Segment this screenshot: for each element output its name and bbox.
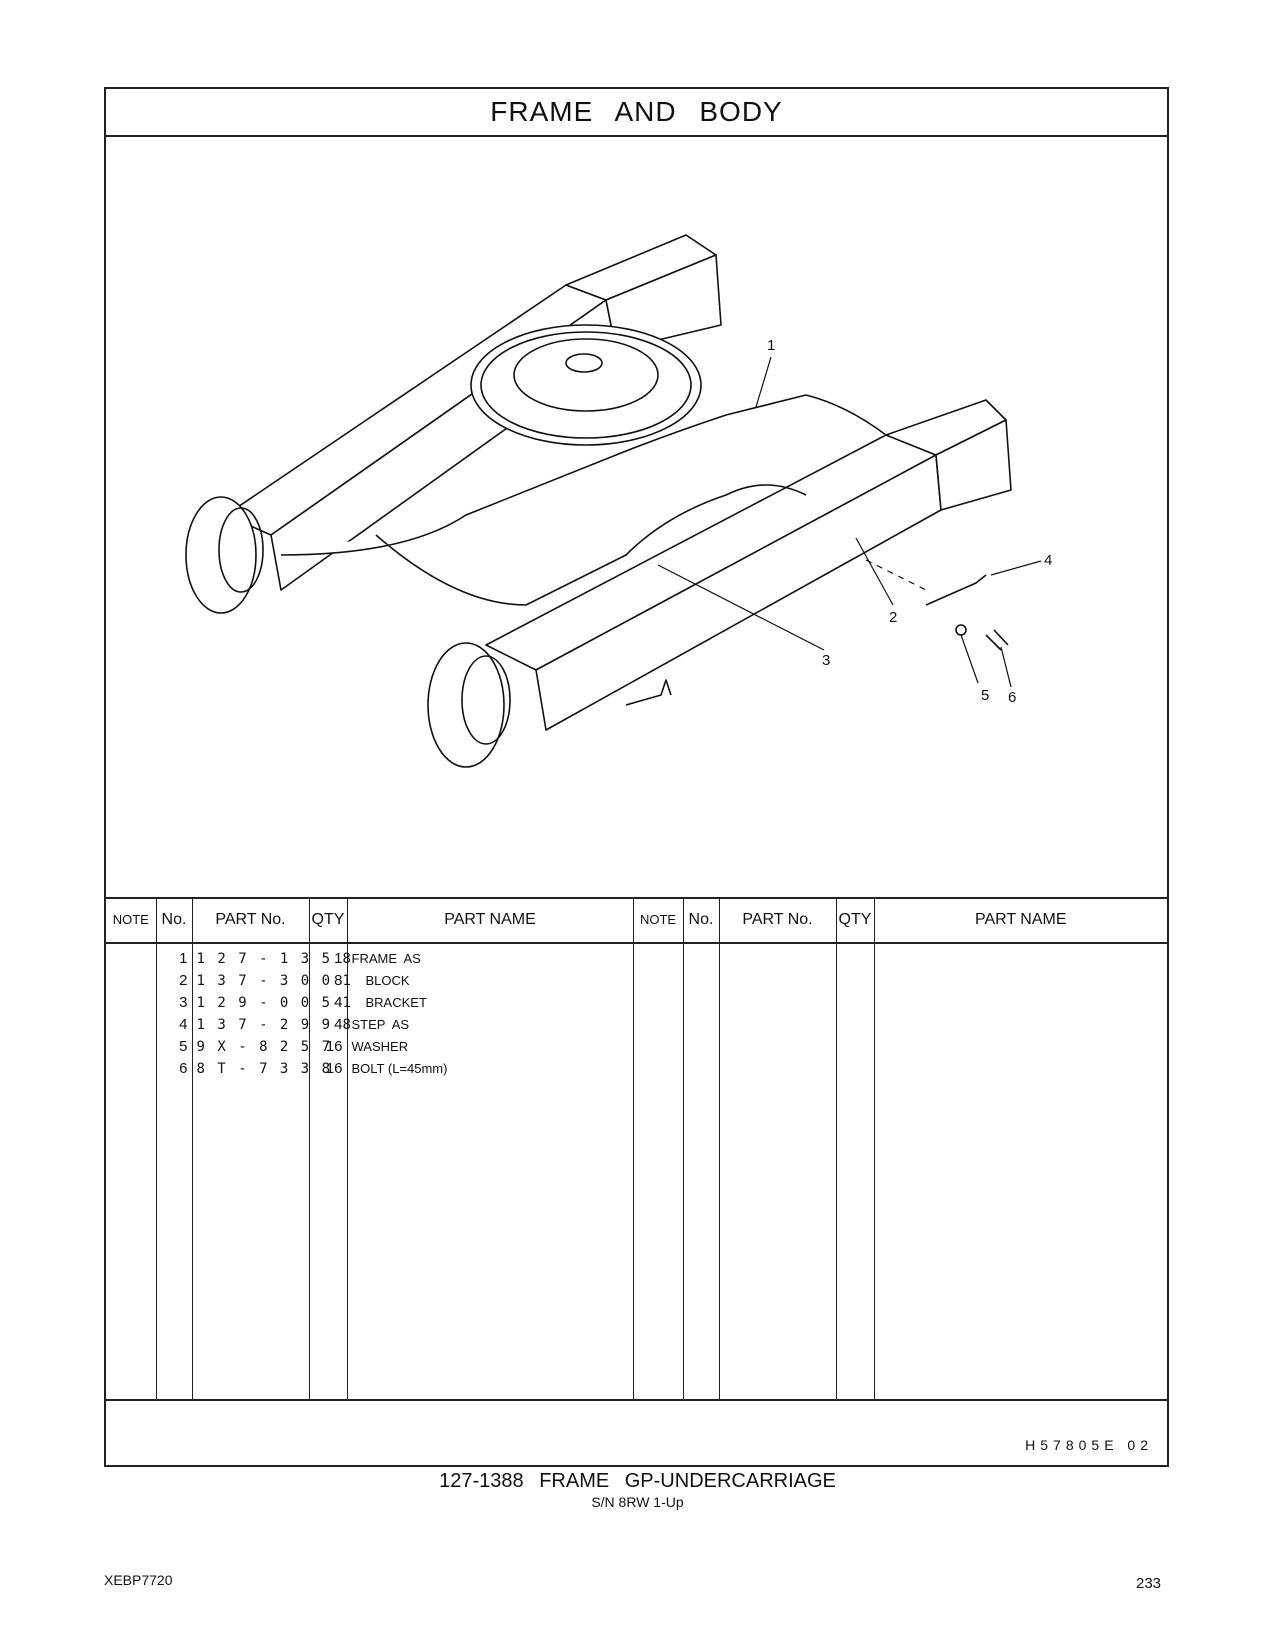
part-no-cell-2 — [719, 943, 837, 1401]
col-qty-2: QTY — [836, 897, 875, 944]
parts-table: NOTE No. PART No. QTY PART NAME NOTE No.… — [106, 897, 1167, 1401]
col-no-2: No. — [683, 897, 720, 944]
row-qty: 4 — [334, 994, 343, 1011]
row-part-no: 1 3 7 - 2 9 9 8 — [196, 1017, 353, 1033]
callout-1: 1 — [767, 337, 775, 354]
col-note: NOTE — [106, 897, 157, 944]
row-qty: 4 — [334, 1016, 343, 1033]
row-part-name: BRACKET — [365, 995, 427, 1010]
parts-sheet: FRAME AND BODY — [104, 87, 1169, 1467]
group-caption: 127-1388 FRAME GP-UNDERCARRIAGE — [439, 1470, 836, 1492]
callout-5: 5 — [981, 687, 989, 704]
row-part-name: BLOCK — [365, 973, 410, 988]
row-part-no: 1 3 7 - 3 0 0 1 — [196, 973, 353, 989]
row-no: 5 — [179, 1038, 188, 1055]
table-header-row: NOTE No. PART No. QTY PART NAME NOTE No.… — [106, 897, 1167, 944]
no-cell-2 — [683, 943, 720, 1401]
illustration-ref: H57805E 02 — [1025, 1437, 1153, 1453]
part-name-cell-2 — [874, 943, 1167, 1401]
table-body: 1 2 3 4 5 6 1 2 7 - 1 3 5 8 1 3 7 - 3 0 … — [106, 943, 1167, 1401]
row-part-no: 9 X - 8 2 5 7 — [196, 1039, 333, 1055]
row-no: 1 — [179, 950, 188, 967]
document-id: XEBP7720 — [104, 1572, 173, 1588]
section-title: FRAME AND BODY — [106, 89, 1167, 137]
row-qty: 16 — [325, 1060, 343, 1077]
row-part-no: 8 T - 7 3 3 8 — [196, 1061, 333, 1077]
row-part-name: BOLT (L=45mm) — [351, 1061, 448, 1076]
part-no-cell: 1 2 7 - 1 3 5 8 1 3 7 - 3 0 0 1 1 2 9 - … — [192, 943, 353, 1401]
row-no: 3 — [179, 994, 188, 1011]
part-name-cell: FRAME AS BLOCK BRACKET STEP AS WASHER BO… — [347, 943, 634, 1401]
row-no: 4 — [179, 1016, 188, 1033]
serial-range: S/N 8RW 1-Up — [591, 1494, 684, 1510]
row-part-no: 1 2 9 - 0 0 5 1 — [196, 995, 353, 1011]
exploded-drawing: 1 2 3 4 5 6 — [106, 135, 1167, 899]
callout-2: 2 — [889, 609, 897, 626]
callout-3: 3 — [822, 652, 830, 669]
row-no: 2 — [179, 972, 188, 989]
qty-cell: 1 8 4 4 16 16 — [309, 943, 348, 1401]
no-cell: 1 2 3 4 5 6 — [156, 943, 193, 1401]
row-qty: 1 — [334, 950, 343, 967]
qty-cell-2 — [836, 943, 875, 1401]
row-qty: 8 — [334, 972, 343, 989]
note-cell — [106, 943, 157, 1401]
page-number: 233 — [1136, 1575, 1162, 1592]
row-part-name: STEP AS — [351, 1017, 410, 1032]
col-part-no-2: PART No. — [719, 897, 837, 944]
col-part-name-2: PART NAME — [874, 897, 1167, 944]
col-no: No. — [156, 897, 193, 944]
row-part-name: FRAME AS — [351, 951, 421, 966]
col-part-name: PART NAME — [347, 897, 634, 944]
row-no: 6 — [179, 1060, 188, 1077]
row-part-no: 1 2 7 - 1 3 5 8 — [196, 951, 353, 967]
col-qty: QTY — [309, 897, 348, 944]
callout-6: 6 — [1008, 689, 1016, 706]
row-part-name: WASHER — [351, 1039, 409, 1054]
undercarriage-frame-illustration: 1 2 3 4 5 6 — [185, 234, 1052, 768]
row-qty: 16 — [325, 1038, 343, 1055]
col-part-no: PART No. — [192, 897, 310, 944]
callout-4: 4 — [1044, 552, 1052, 569]
col-note-2: NOTE — [633, 897, 684, 944]
note-cell-2 — [633, 943, 684, 1401]
